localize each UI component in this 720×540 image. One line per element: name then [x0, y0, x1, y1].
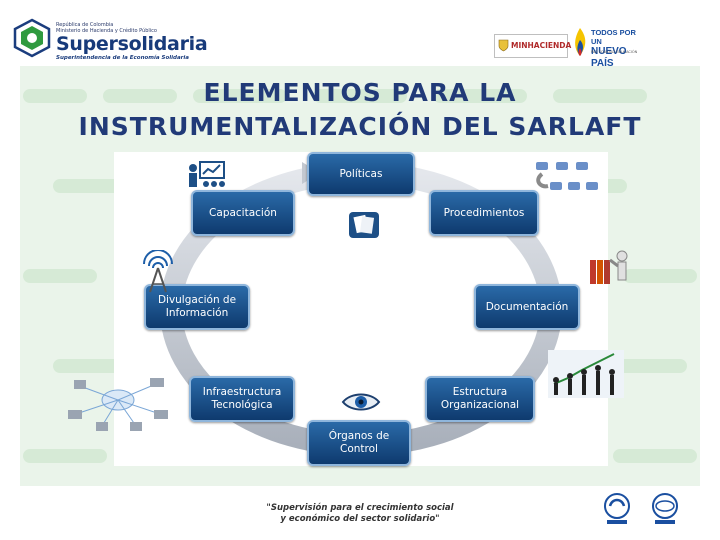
footer-slogan-line1: "Supervisión para el crecimiento social [240, 503, 480, 514]
footer-slogan-line2: y económico del sector solidario" [240, 514, 480, 525]
node-procedimientos-label: Procedimientos [444, 207, 525, 220]
process-flow-icon [534, 156, 602, 198]
node-documentacion-label: Documentación [486, 301, 569, 314]
antenna-signal-icon [136, 250, 180, 294]
node-infraestructura-label: Infraestructura Tecnológica [191, 386, 293, 412]
iqnet-seal-icon [648, 492, 682, 526]
node-politicas: Políticas [307, 152, 415, 196]
logo-name: Supersolidaria [56, 33, 207, 55]
node-procedimientos: Procedimientos [429, 190, 539, 236]
minhacienda-logo: MINHACIENDA [494, 34, 568, 58]
organization-people-icon [548, 350, 624, 398]
logo-subtitle: Superintendencia de la Economía Solidari… [56, 55, 189, 61]
page-title-line2: INSTRUMENTALIZACIÓN DEL SARLAFT [20, 112, 700, 141]
node-estructura-organizacional: Estructura Organizacional [425, 376, 535, 422]
node-capacitacion: Capacitación [191, 190, 295, 236]
node-documentacion: Documentación [474, 284, 580, 330]
sarlaft-cycle-diagram: Políticas Procedimientos Documentación E… [114, 152, 608, 466]
node-organos-label: Órganos de Control [309, 430, 409, 456]
flag-flame-icon [570, 26, 590, 58]
minhacienda-text: MINHACIENDA [511, 41, 571, 50]
nuevo-pais-line1: TODOS POR UN [591, 28, 648, 46]
footer-slogan: "Supervisión para el crecimiento social … [240, 503, 480, 525]
node-organos-de-control: Órganos de Control [307, 420, 411, 466]
supersolidaria-emblem-icon [12, 18, 52, 58]
node-infraestructura-tecnologica: Infraestructura Tecnológica [189, 376, 295, 422]
network-infrastructure-icon [66, 374, 170, 434]
training-presentation-icon [186, 160, 228, 192]
documents-icon [347, 210, 381, 240]
supersolidaria-logo: República de Colombia Ministerio de Haci… [12, 14, 172, 66]
nuevo-pais-tagline: PAZ EQUIDAD EDUCACIÓN [591, 50, 637, 54]
nuevo-pais-text: TODOS POR UN NUEVO PAÍS [591, 28, 648, 70]
nuevo-pais-logo: TODOS POR UN NUEVO PAÍS PAZ EQUIDAD EDUC… [568, 24, 648, 60]
documentation-binders-icon [588, 248, 632, 288]
eye-icon [341, 390, 381, 414]
node-politicas-label: Políticas [340, 168, 383, 181]
page-title-line1: ELEMENTOS PARA LA [20, 78, 700, 107]
certification-seal-icon [600, 492, 634, 526]
node-divulgacion-label: Divulgación de Información [146, 294, 248, 320]
coat-of-arms-icon [498, 39, 509, 52]
node-estructura-label: Estructura Organizacional [427, 386, 533, 412]
node-capacitacion-label: Capacitación [209, 207, 277, 220]
